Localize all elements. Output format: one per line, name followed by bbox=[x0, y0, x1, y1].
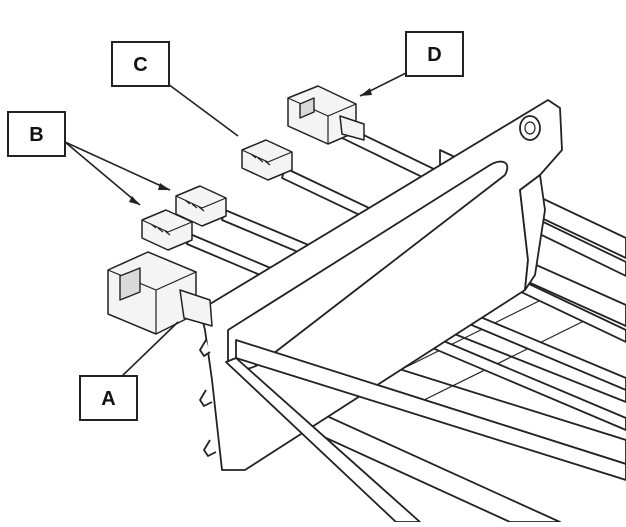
bracket-tab-1 bbox=[199, 339, 211, 357]
leader-b-1 bbox=[64, 141, 171, 191]
callout-d-text: D bbox=[427, 44, 441, 66]
callout-c-box bbox=[111, 41, 170, 87]
callout-d: D bbox=[405, 31, 464, 77]
connector-d-boot bbox=[339, 115, 365, 141]
callout-d-box bbox=[405, 31, 464, 77]
callout-b-box bbox=[7, 111, 66, 157]
callout-b-text: B bbox=[29, 124, 43, 146]
connector-c-body bbox=[241, 139, 293, 181]
connector-b-upper-pins bbox=[184, 199, 205, 212]
bracket-hole bbox=[519, 115, 541, 141]
bracket-tab-3 bbox=[203, 439, 217, 457]
connector-b-lower bbox=[141, 209, 193, 251]
connector-b-lower-pins bbox=[150, 223, 171, 236]
callout-b: B bbox=[7, 111, 66, 157]
connector-a-boot bbox=[179, 289, 213, 327]
leader-lines bbox=[64, 71, 409, 379]
connector-b-lower-body bbox=[141, 209, 193, 251]
connector-c-edge bbox=[241, 149, 293, 163]
arrow-b-2 bbox=[129, 196, 140, 205]
callout-a: A bbox=[79, 375, 138, 421]
leader-b-2 bbox=[64, 141, 141, 206]
connector-c bbox=[241, 139, 293, 181]
leader-c bbox=[167, 83, 239, 137]
connector-d-latch bbox=[299, 97, 315, 119]
connector-a-latch bbox=[119, 267, 141, 301]
bracket-flange bbox=[519, 174, 546, 291]
connector-c-pins bbox=[250, 153, 271, 166]
leader-a bbox=[119, 321, 179, 379]
bracket-tab-2 bbox=[199, 389, 213, 407]
slat-4 bbox=[419, 317, 591, 403]
rail-front bbox=[235, 339, 626, 481]
callout-a-box bbox=[79, 375, 138, 421]
bracket-hole-inner bbox=[524, 121, 536, 135]
arrow-d bbox=[360, 88, 372, 96]
callout-c: C bbox=[111, 41, 170, 87]
connector-d bbox=[287, 85, 365, 145]
arrow-b-1 bbox=[158, 183, 170, 190]
connector-a bbox=[107, 251, 213, 335]
connector-b-lower-edge bbox=[141, 219, 193, 233]
callout-c-text: C bbox=[133, 54, 147, 76]
callout-a-text: A bbox=[101, 388, 115, 410]
connector-b-upper-edge bbox=[175, 195, 227, 209]
